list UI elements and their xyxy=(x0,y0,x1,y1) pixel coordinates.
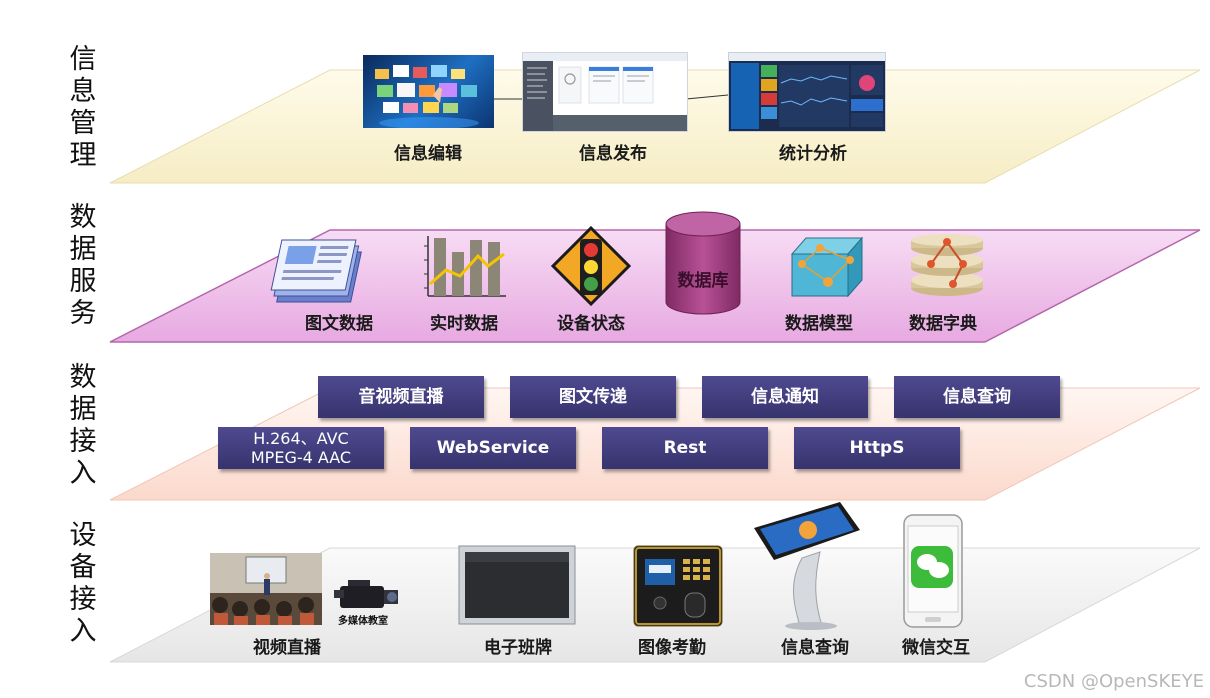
data-dictionary-icon xyxy=(911,234,983,296)
face-attendance-icon xyxy=(633,545,723,627)
caption-info-edit: 信息编辑 xyxy=(394,144,462,164)
protocol-webservice: WebService xyxy=(410,427,576,469)
smartphone-icon xyxy=(903,514,963,628)
classroom-sign: 多媒体教室 xyxy=(338,616,388,627)
realtime-chart-icon xyxy=(424,236,506,297)
layer-label-data-service: 数 据 服 务 xyxy=(69,202,97,329)
statistics-screenshot xyxy=(728,52,886,132)
dashboard-ui-image xyxy=(729,53,885,129)
data-model-cube-icon xyxy=(790,236,864,298)
traffic-light-icon xyxy=(550,225,632,307)
info-edit-screenshot xyxy=(363,55,494,128)
watermark: CSDN @OpenSKEYE xyxy=(1023,671,1204,692)
connector-line xyxy=(685,94,729,100)
protocol-info-query: 信息查询 xyxy=(894,376,1060,418)
caption-electronic-board: 电子班牌 xyxy=(484,638,552,658)
info-publish-screenshot xyxy=(522,52,688,132)
caption-graphic-data: 图文数据 xyxy=(305,314,373,334)
protocol-info-notice: 信息通知 xyxy=(702,376,868,418)
caption-info-publish: 信息发布 xyxy=(579,144,647,164)
classroom-photo xyxy=(210,553,322,625)
classroom-scene-image xyxy=(210,553,322,625)
protocol-https: HttpS xyxy=(794,427,960,469)
caption-video-live: 视频直播 xyxy=(253,638,321,658)
caption-realtime-data: 实时数据 xyxy=(430,314,498,334)
publish-ui-image xyxy=(523,53,687,131)
protocol-codec: H.264、AVC MPEG-4 AAC xyxy=(218,427,384,469)
caption-data-dictionary: 数据字典 xyxy=(909,314,977,334)
caption-face-attendance: 图像考勤 xyxy=(638,638,706,658)
video-camera-icon xyxy=(334,580,398,608)
info-kiosk-icon xyxy=(754,502,860,630)
layer-label-device-access: 设 备 接 入 xyxy=(69,520,97,647)
electronic-board-icon xyxy=(458,545,576,625)
database-icon xyxy=(665,211,741,315)
protocol-rest: Rest xyxy=(602,427,768,469)
caption-info-query-device: 信息查询 xyxy=(781,638,849,658)
caption-statistics: 统计分析 xyxy=(779,144,847,164)
caption-data-model: 数据模型 xyxy=(785,314,853,334)
caption-wechat-interaction: 微信交互 xyxy=(902,638,970,658)
touch-panels-image xyxy=(375,65,479,128)
layer-label-info-management: 信 息 管 理 xyxy=(69,44,97,171)
protocol-av-live: 音视频直播 xyxy=(318,376,484,418)
caption-device-status: 设备状态 xyxy=(557,314,625,334)
layer-label-data-access: 数 据 接 入 xyxy=(69,362,97,489)
document-stack-icon xyxy=(270,239,362,303)
protocol-graphic-transfer: 图文传递 xyxy=(510,376,676,418)
database-label: 数据库 xyxy=(677,271,729,291)
